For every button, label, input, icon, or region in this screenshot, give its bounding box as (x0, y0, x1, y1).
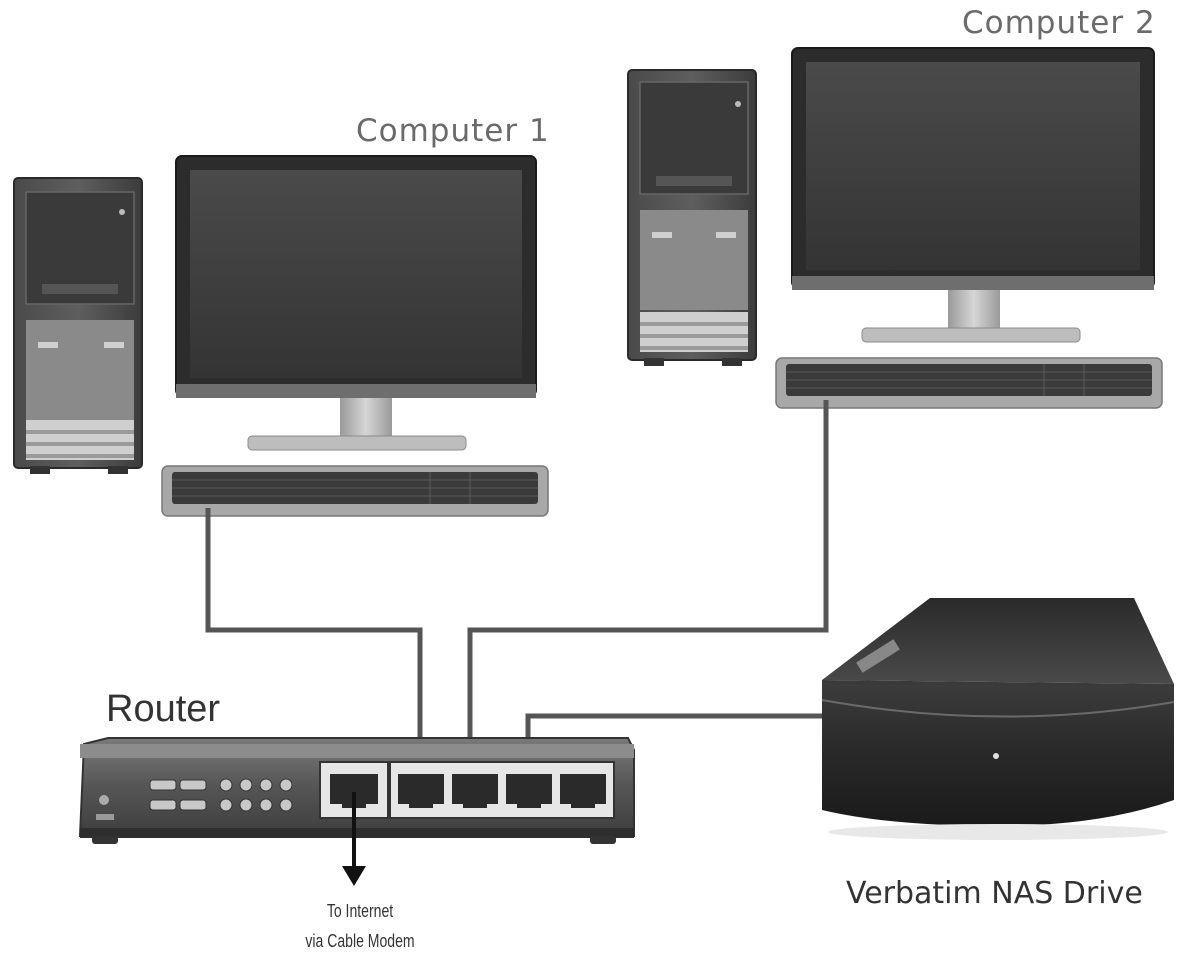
router-lan-ports (389, 761, 615, 819)
computer-2-tower (627, 69, 757, 366)
computer-1-monitor (175, 155, 537, 451)
cable-computer-1 (205, 508, 423, 775)
computer-2 (627, 47, 1163, 409)
computer-1 (13, 155, 549, 517)
internet-label-line-2: via Cable Modem (305, 931, 415, 951)
internet-label-line-1: To Internet (326, 901, 394, 921)
internet-label: To Internet via Cable Modem (282, 896, 438, 956)
cables (205, 400, 829, 775)
nas-drive (821, 598, 1175, 840)
computer-1-keyboard (161, 465, 549, 517)
computer-2-keyboard (775, 357, 1163, 409)
cable-computer-2 (467, 400, 829, 775)
computer-2-label: Computer 2 (962, 5, 1156, 41)
computer-1-label: Computer 1 (356, 113, 550, 149)
computer-2-monitor (791, 47, 1155, 343)
computer-1-tower (13, 177, 143, 474)
nas-drive-label: Verbatim NAS Drive (846, 876, 1143, 911)
router (78, 737, 635, 844)
internet-arrow (342, 792, 366, 886)
router-label: Router (106, 688, 221, 730)
